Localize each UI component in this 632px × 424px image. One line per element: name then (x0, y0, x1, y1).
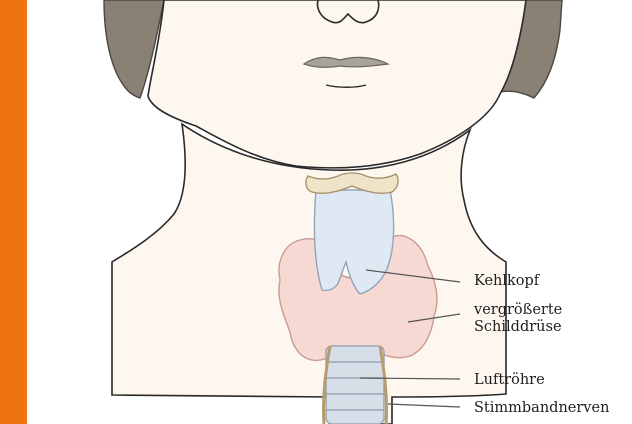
mouth-upper (304, 57, 388, 67)
leader-stimmbandnerven (388, 404, 460, 407)
label-schilddruese-line1: vergrößerte (474, 302, 562, 319)
label-luftroehre: Luftröhre (474, 372, 545, 389)
larynx (314, 190, 393, 294)
label-kehlkopf: Kehlkopf (474, 273, 539, 290)
label-stimmbandnerven: Stimmbandnerven (474, 400, 609, 417)
label-schilddruese-line2: Schilddrüse (474, 319, 562, 336)
trachea (326, 346, 384, 424)
label-vergroesserte-schilddruese: vergrößerte Schilddrüse (474, 302, 562, 336)
